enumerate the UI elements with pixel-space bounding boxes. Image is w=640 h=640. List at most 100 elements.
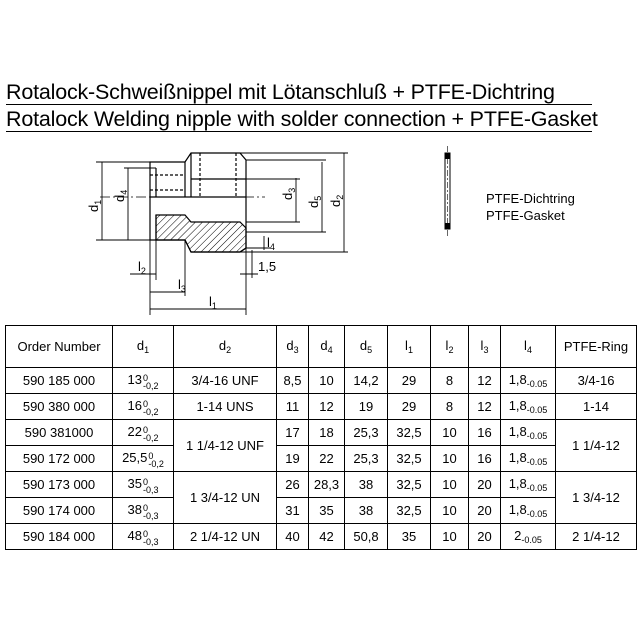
label-1-5: 1,5 bbox=[258, 259, 276, 274]
cell-d4: 10 bbox=[308, 367, 345, 394]
cell-d4: 28,3 bbox=[308, 471, 345, 498]
cell-l2: 10 bbox=[430, 445, 469, 472]
cell-l2: 8 bbox=[430, 367, 469, 394]
cell-l3: 20 bbox=[468, 497, 501, 524]
gasket-label-english: PTFE-Gasket bbox=[486, 208, 565, 223]
header-ptfe-ring: PTFE-Ring bbox=[555, 325, 637, 368]
cell-l3: 16 bbox=[468, 445, 501, 472]
cell-d4: 18 bbox=[308, 419, 345, 446]
cell-ring: 3/4-16 bbox=[555, 367, 637, 394]
title-english: Rotalock Welding nipple with solder conn… bbox=[6, 107, 598, 131]
label-d3: d3 bbox=[280, 188, 297, 200]
label-l4: l4 bbox=[267, 235, 275, 252]
section-hatch bbox=[155, 214, 247, 253]
cell-l2: 8 bbox=[430, 393, 469, 420]
label-l2: l2 bbox=[138, 259, 146, 276]
label-d2: d2 bbox=[328, 195, 345, 207]
cell-order: 590 172 000 bbox=[5, 445, 113, 472]
cell-l4: 1,8-0.05 bbox=[500, 393, 556, 420]
label-l1: l1 bbox=[209, 294, 217, 311]
cell-l4: 1,8-0.05 bbox=[500, 497, 556, 524]
technical-drawing: d1 d4 d3 d5 d2 l4 l2 l3 l1 1,5 bbox=[86, 146, 451, 315]
cell-d2: 1 1/4-12 UNF bbox=[173, 419, 277, 472]
cell-d2: 2 1/4-12 UN bbox=[173, 523, 277, 550]
label-l3: l3 bbox=[178, 277, 186, 294]
cell-l2: 10 bbox=[430, 419, 469, 446]
cell-d3: 26 bbox=[276, 471, 309, 498]
label-d1: d1 bbox=[86, 200, 103, 212]
header-order-number: Order Number bbox=[5, 325, 113, 368]
cell-l2: 10 bbox=[430, 497, 469, 524]
cell-l3: 20 bbox=[468, 471, 501, 498]
header-l4: l4 bbox=[500, 325, 556, 368]
cell-d5: 14,2 bbox=[344, 367, 388, 394]
header-d4: d4 bbox=[308, 325, 345, 368]
cell-ring: 1-14 bbox=[555, 393, 637, 420]
cell-ring: 1 3/4-12 bbox=[555, 471, 637, 524]
cell-d4: 42 bbox=[308, 523, 345, 550]
specification-table: Order Number d1 d2 d3 d4 d5 l1 l2 l3 l4 … bbox=[5, 325, 637, 550]
label-d5: d5 bbox=[306, 196, 323, 208]
cell-l4: 1,8-0.05 bbox=[500, 471, 556, 498]
header-l1: l1 bbox=[387, 325, 431, 368]
cell-order: 590 381000 bbox=[5, 419, 113, 446]
cell-order: 590 380 000 bbox=[5, 393, 113, 420]
header-d5: d5 bbox=[344, 325, 388, 368]
cell-order: 590 184 000 bbox=[5, 523, 113, 550]
cell-l3: 12 bbox=[468, 393, 501, 420]
cell-d5: 19 bbox=[344, 393, 388, 420]
header-l2: l2 bbox=[430, 325, 469, 368]
cell-l4: 2-0.05 bbox=[500, 523, 556, 550]
cell-d5: 38 bbox=[344, 471, 388, 498]
cell-d3: 11 bbox=[276, 393, 309, 420]
header-d1: d1 bbox=[112, 325, 174, 368]
header-d3: d3 bbox=[276, 325, 309, 368]
cell-l4: 1,8-0.05 bbox=[500, 419, 556, 446]
cell-order: 590 174 000 bbox=[5, 497, 113, 524]
label-d4: d4 bbox=[112, 190, 129, 202]
cell-ring: 1 1/4-12 bbox=[555, 419, 637, 472]
cell-l1: 32,5 bbox=[387, 471, 431, 498]
cell-ring: 2 1/4-12 bbox=[555, 523, 637, 550]
title-underline bbox=[6, 104, 592, 105]
cell-l3: 12 bbox=[468, 367, 501, 394]
cell-d3: 31 bbox=[276, 497, 309, 524]
cell-order: 590 185 000 bbox=[5, 367, 113, 394]
ptfe-gasket-drawing bbox=[444, 146, 451, 236]
cell-d5: 25,3 bbox=[344, 419, 388, 446]
cell-l1: 35 bbox=[387, 523, 431, 550]
cell-d2: 1 3/4-12 UN bbox=[173, 471, 277, 524]
header-l3: l3 bbox=[468, 325, 501, 368]
cell-d3: 40 bbox=[276, 523, 309, 550]
cell-d5: 38 bbox=[344, 497, 388, 524]
title-german: Rotalock-Schweißnippel mit Lötanschluß +… bbox=[6, 80, 555, 104]
gasket-label-german: PTFE-Dichtring bbox=[486, 191, 575, 206]
cell-d3: 17 bbox=[276, 419, 309, 446]
header-d2: d2 bbox=[173, 325, 277, 368]
cell-d2: 1-14 UNS bbox=[173, 393, 277, 420]
cell-l1: 32,5 bbox=[387, 445, 431, 472]
cell-order: 590 173 000 bbox=[5, 471, 113, 498]
cell-d4: 12 bbox=[308, 393, 345, 420]
cell-l2: 10 bbox=[430, 471, 469, 498]
cell-l4: 1,8-0.05 bbox=[500, 445, 556, 472]
cell-d2: 3/4-16 UNF bbox=[173, 367, 277, 394]
cell-l3: 20 bbox=[468, 523, 501, 550]
cell-l2: 10 bbox=[430, 523, 469, 550]
cell-d5: 25,3 bbox=[344, 445, 388, 472]
cell-l1: 29 bbox=[387, 367, 431, 394]
